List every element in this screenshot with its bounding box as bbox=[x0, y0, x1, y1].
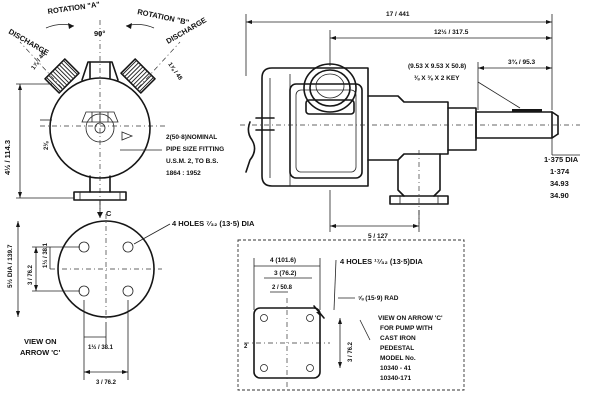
pedestal-holes-note: 4 HOLES ¹⁷⁄₃₂ (13·5)DIA bbox=[340, 257, 423, 266]
shaft-dim: 3¾ / 95.3 bbox=[508, 58, 535, 66]
front-view bbox=[16, 20, 181, 218]
pedestal-dim-top: 4 (101.6) bbox=[270, 257, 296, 264]
rotation-a-label: ROTATION "A" bbox=[47, 0, 101, 16]
base-inner-dim: 3 / 76.2 bbox=[28, 264, 34, 285]
flange-left-dim: 1⅞ / 48 bbox=[31, 51, 48, 71]
mid-dim: 12½ / 317.5 bbox=[434, 28, 469, 36]
base-view bbox=[16, 214, 171, 380]
base-holes-note: 4 HOLES ⁷⁄₃₂ (13·5) DIA bbox=[172, 219, 255, 228]
pipe-note-line-2: PIPE SIZE FITTING bbox=[166, 146, 224, 153]
pedestal-dim-second: 3 (76.2) bbox=[274, 270, 296, 277]
pedestal-rad-note: ⅝ (15·9) RAD bbox=[358, 295, 399, 302]
base-offset-dim: 1½ / 38.1 bbox=[42, 242, 49, 268]
base-view-label-1: VIEW ON bbox=[24, 337, 57, 346]
height-dim: 4½ / 114.3 bbox=[3, 140, 12, 175]
pedestal-label-7: 10340-171 bbox=[380, 375, 411, 382]
pedestal-dim-third: 2 / 50.8 bbox=[272, 285, 293, 291]
rotation-b-label: ROTATION "B" bbox=[137, 7, 191, 27]
pipe-note-line-4: 1864 : 1952 bbox=[166, 170, 201, 177]
pedestal-label-2: FOR PUMP WITH bbox=[380, 325, 433, 332]
flange-right-dim: 1⅞ / 48 bbox=[166, 62, 183, 82]
shaft-dia-3: 34.93 bbox=[550, 179, 569, 188]
angle-label: 90° bbox=[94, 29, 105, 38]
pipe-note-line-3: U.S.M. 2, TO B.S. bbox=[166, 158, 218, 165]
pedestal-label-4: PEDESTAL bbox=[380, 345, 414, 352]
side-dim: 2⅜ bbox=[44, 141, 50, 150]
pedestal-dim-side: 3 / 76.2 bbox=[348, 341, 354, 362]
base-dia-dim: 5½ DIA / 139.7 bbox=[6, 244, 14, 288]
pedestal-label-1: VIEW ON ARROW 'C' bbox=[378, 315, 443, 322]
base-dim: 5 / 127 bbox=[368, 233, 388, 240]
pedestal-view bbox=[237, 239, 465, 391]
key-note-1: (9.53 X 9.53 X 50.8) bbox=[408, 63, 466, 70]
shaft-dia-1: 1·375 DIA bbox=[544, 155, 579, 164]
arrow-c-label: C bbox=[106, 209, 112, 218]
pedestal-label-5: MODEL No. bbox=[380, 355, 416, 362]
pedestal-label-6: 10340 - 41 bbox=[380, 365, 411, 372]
shaft-dia-4: 34.90 bbox=[550, 191, 569, 200]
overall-dim: 17 / 441 bbox=[386, 11, 410, 18]
pipe-note-line-1: 2(50·8)NOMINAL bbox=[166, 134, 217, 141]
side-view bbox=[240, 14, 580, 232]
base-view-label-2: ARROW 'C' bbox=[20, 348, 60, 357]
shaft-dia-2: 1·374 bbox=[550, 167, 570, 176]
pedestal-dim-left: 2 bbox=[244, 344, 248, 350]
key-note-2: ⅜ X ⅜ X 2 KEY bbox=[414, 75, 460, 82]
base-bottom-width: 3 / 76.2 bbox=[96, 380, 117, 386]
pedestal-label-3: CAST IRON bbox=[380, 335, 416, 342]
base-bottom-offset: 1½ / 38.1 bbox=[88, 344, 114, 351]
